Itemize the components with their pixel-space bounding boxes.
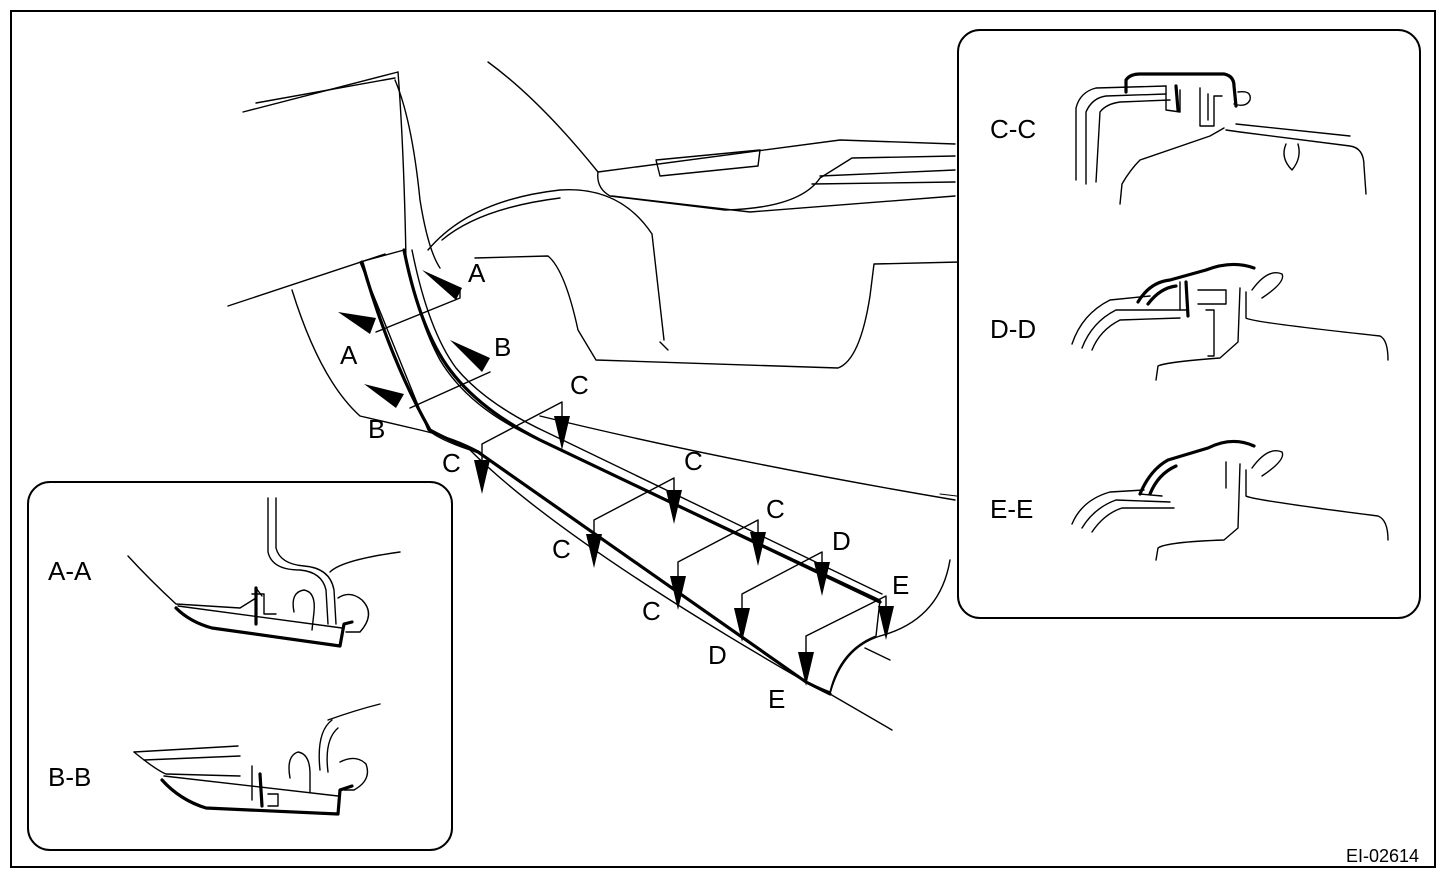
marker-c1-right: C xyxy=(570,370,589,400)
section-arrow-a-right xyxy=(422,270,462,300)
section-cut-lines xyxy=(338,270,894,686)
figure-code: EI-02614 xyxy=(1346,846,1419,866)
label-bb: B-B xyxy=(48,762,91,792)
section-arrow-c3-right xyxy=(750,532,766,566)
label-dd: D-D xyxy=(990,314,1036,344)
marker-c1-left: C xyxy=(442,448,461,478)
inset-cc-dd-ee: C-C D-D xyxy=(957,29,1421,619)
marker-c3-left: C xyxy=(642,596,661,626)
section-aa-drawing xyxy=(127,497,401,648)
drawing-frame xyxy=(10,10,1436,868)
marker-b-right: B xyxy=(494,332,511,362)
inset-aa-bb: A-A B-B xyxy=(27,481,453,851)
section-arrow-e-left xyxy=(798,652,814,686)
marker-c3-right: C xyxy=(766,494,785,524)
scuff-plate xyxy=(359,248,883,696)
label-ee: E-E xyxy=(990,494,1033,524)
marker-b-left: B xyxy=(368,414,385,444)
section-arrow-b-right xyxy=(450,340,490,372)
marker-a-left: A xyxy=(340,340,358,370)
section-dd-drawing xyxy=(1071,262,1389,381)
vehicle-body-outline xyxy=(227,61,961,731)
section-arrow-b-left xyxy=(364,384,404,408)
section-arrow-c1-left xyxy=(474,460,490,494)
section-ee-drawing xyxy=(1071,439,1389,561)
marker-c2-right: C xyxy=(684,446,703,476)
section-arrow-e-right xyxy=(878,606,894,640)
section-bb-drawing xyxy=(133,703,381,816)
label-cc: C-C xyxy=(990,114,1036,144)
section-arrow-c1-right xyxy=(554,416,570,450)
marker-e-left: E xyxy=(768,684,785,714)
section-arrow-d-right xyxy=(814,562,830,596)
marker-e-right: E xyxy=(892,570,909,600)
section-arrow-c2-right xyxy=(666,490,682,524)
marker-d-right: D xyxy=(832,526,851,556)
label-aa: A-A xyxy=(48,556,92,586)
section-arrow-a-left xyxy=(338,312,376,334)
section-marker-labels: A A B B C C C C C C D D E E xyxy=(340,258,909,714)
marker-d-left: D xyxy=(708,640,727,670)
section-arrow-d-left xyxy=(734,608,750,642)
marker-c2-left: C xyxy=(552,534,571,564)
section-cc-drawing xyxy=(1075,72,1367,205)
section-arrow-c2-left xyxy=(586,534,602,568)
marker-a-right: A xyxy=(468,258,486,288)
section-arrow-c3-left xyxy=(670,576,686,610)
